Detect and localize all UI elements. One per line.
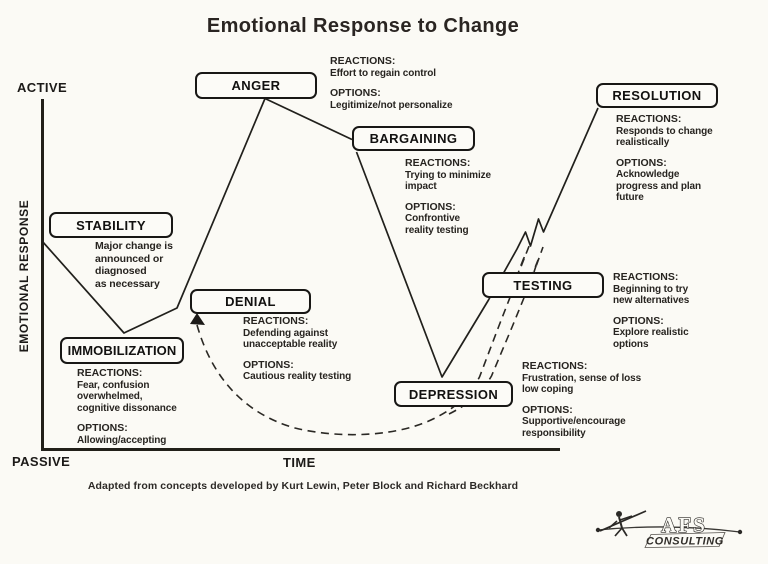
page-title: Emotional Response to Change [206,15,520,37]
immobilization-options-text: Allowing/accepting [77,434,167,446]
options-heading: OPTIONS: [77,422,128,434]
x-axis-label: TIME [283,455,316,470]
reactions-heading: REACTIONS: [243,315,309,327]
stage-box-immobilization: IMMOBILIZATION [60,337,184,364]
testing-reactions-text: Beginning to try new alternatives [613,283,690,307]
axis-active-label: ACTIVE [17,80,68,95]
reactions-heading: REACTIONS: [613,271,679,283]
stage-box-testing: TESTING [482,272,604,298]
testing-relapse-dashed-curve [448,246,544,415]
options-heading: OPTIONS: [405,200,456,213]
denial-options-text: Cautious reality testing [243,371,352,382]
axis-passive-label: PASSIVE [12,454,71,469]
anger-options-text: Legitimize/not personalize [330,99,453,111]
testing-notes: REACTIONS: Beginning to try new alternat… [613,271,763,351]
testing-options-text: Explore realistic options [613,327,689,350]
depression-options-text: Supportive/encourage responsibility [522,416,626,439]
reactions-heading: REACTIONS: [616,113,682,125]
depression-reactions-text: Frustration, sense of loss low coping [522,372,642,396]
resolution-reactions-text: Responds to change realistically [616,125,713,149]
options-heading: OPTIONS: [522,403,573,416]
stage-box-denial: DENIAL [190,289,311,314]
y-axis-label: EMOTIONAL RESPONSE [17,199,31,353]
stage-box-stability: STABILITY [49,212,173,238]
reactions-heading: REACTIONS: [330,55,396,67]
change-curve-right-segment [355,107,599,378]
stage-box-resolution: RESOLUTION [596,83,718,108]
options-heading: OPTIONS: [616,156,667,169]
attribution-text: Adapted from concepts developed by Kurt … [87,480,519,492]
reactions-heading: REACTIONS: [405,157,471,169]
options-heading: OPTIONS: [330,87,381,99]
bargaining-options-text: Confrontive reality testing [405,213,469,236]
bargaining-reactions-text: Trying to minimize impact [405,169,491,193]
change-curve-left-segment [41,97,353,334]
denial-reactions-text: Defending against unacceptable reality [243,327,338,351]
stability-caption: Major change is announced or diagnosed a… [95,240,173,290]
resolution-options-text: Acknowledge progress and plan future [616,169,701,203]
dashed-arrowhead-to-denial [190,313,205,325]
stage-box-depression: DEPRESSION [394,381,513,407]
immobilization-reactions-text: Fear, confusion overwhelmed, cognitive d… [77,379,177,414]
anger-notes: REACTIONS: Effort to regain control OPTI… [330,55,490,112]
stage-box-anger: ANGER [195,72,317,99]
options-heading: OPTIONS: [243,358,294,371]
reactions-heading: REACTIONS: [77,367,143,379]
stage-box-bargaining: BARGAINING [352,126,475,151]
options-heading: OPTIONS: [613,314,664,327]
bargaining-notes: REACTIONS: Trying to minimize impact OPT… [405,157,555,237]
depression-notes: REACTIONS: Frustration, sense of loss lo… [522,360,682,440]
denial-notes: REACTIONS: Defending against unacceptabl… [243,315,393,384]
anger-reactions-text: Effort to regain control [330,67,436,79]
reactions-heading: REACTIONS: [522,360,588,372]
resolution-notes: REACTIONS: Responds to change realistica… [616,113,766,205]
immobilization-notes: REACTIONS: Fear, confusion overwhelmed, … [77,367,227,447]
